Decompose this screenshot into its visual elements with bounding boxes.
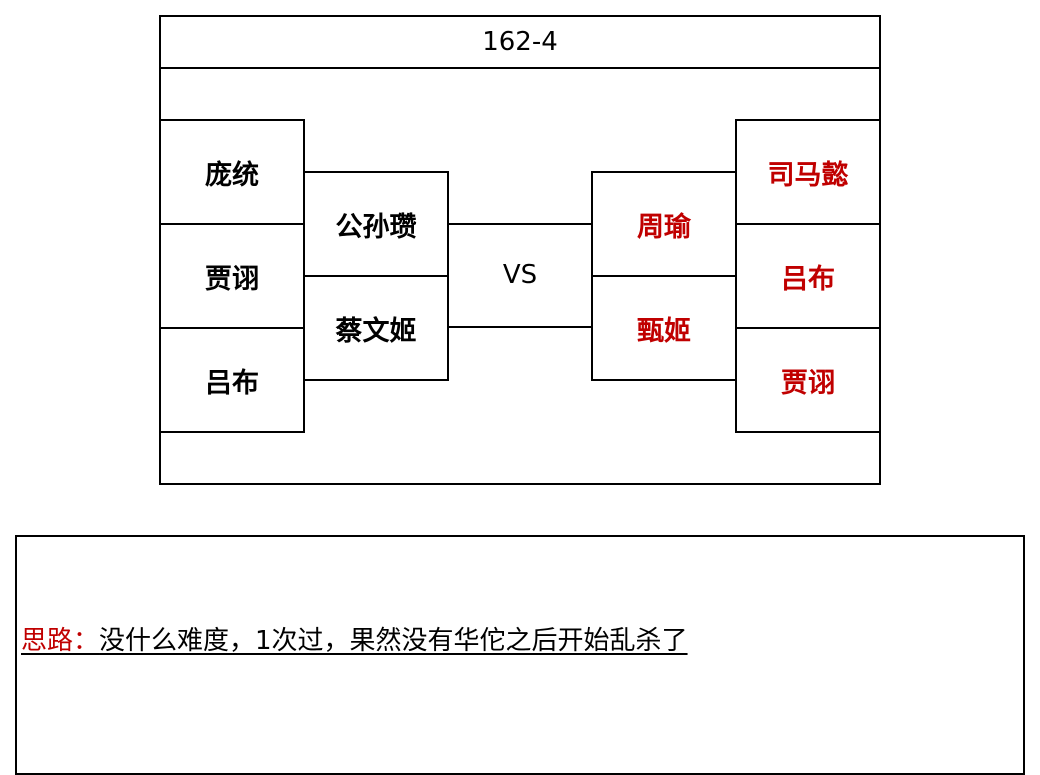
stage-title: 162-4 [159,15,881,69]
hero-name: 贾诩 [205,263,259,295]
left-back-slot-2: 贾诩 [159,223,305,329]
left-front-slot-1: 公孙瓒 [303,171,449,277]
connector-line-bottom [447,326,593,328]
vs-label: VS [470,250,570,300]
hero-name: 周瑜 [637,211,691,243]
right-back-slot-2: 吕布 [735,223,881,329]
hero-name: 蔡文姬 [335,315,417,347]
strategy-note: 思路：没什么难度，1次过，果然没有华佗之后开始乱杀了 [21,620,688,657]
hero-name: 庞统 [205,159,259,191]
left-back-slot-1: 庞统 [159,119,305,225]
hero-name: 吕布 [205,367,259,399]
note-label: 思路： [21,626,100,656]
hero-name: 吕布 [781,263,835,295]
left-back-slot-3: 吕布 [159,327,305,433]
hero-name: 公孙瓒 [335,211,417,243]
hero-name: 司马懿 [767,159,849,191]
right-front-slot-2: 甄姬 [591,275,737,381]
right-back-slot-3: 贾诩 [735,327,881,433]
left-front-slot-2: 蔡文姬 [303,275,449,381]
vs-text: VS [502,260,538,290]
hero-name: 贾诩 [781,367,835,399]
right-back-slot-1: 司马懿 [735,119,881,225]
connector-line-top [447,223,593,225]
stage-title-text: 162-4 [482,27,558,57]
note-text: 没什么难度，1次过，果然没有华佗之后开始乱杀了 [99,626,688,656]
hero-name: 甄姬 [637,315,691,347]
right-front-slot-1: 周瑜 [591,171,737,277]
